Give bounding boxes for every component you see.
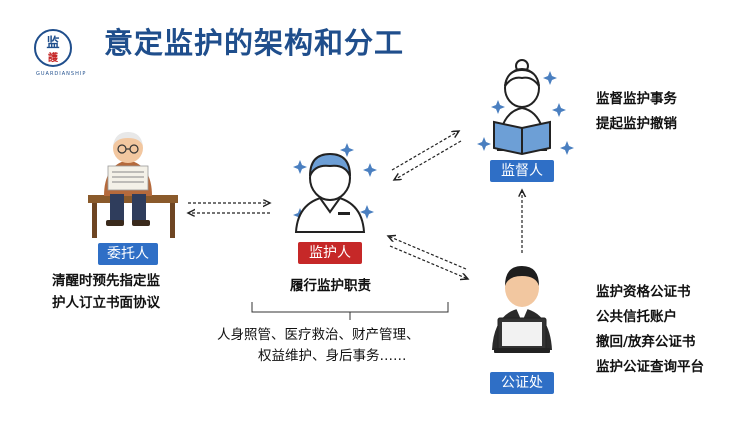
arrow-notary-to-guardian xyxy=(388,236,467,270)
principal-label: 委托人 xyxy=(98,243,158,265)
guardian-duty-title: 履行监护职责 xyxy=(290,278,371,294)
supervisor-task-item: 监督监护事务 xyxy=(596,91,677,107)
guardian-duties-line-2: 权益维护、身后事务…… xyxy=(258,348,407,364)
page-title: 意定监护的架构和分工 xyxy=(104,26,405,60)
notary-task-item: 监护公证查询平台 xyxy=(596,359,704,375)
notary-task-list: 监护资格公证书 公共信托账户 撤回/放弃公证书 监护公证查询平台 xyxy=(596,280,704,380)
logo-subtitle: GUARDIANSHIP xyxy=(36,71,87,77)
duties-bracket xyxy=(251,302,449,320)
notary-task-item: 公共信托账户 xyxy=(596,309,677,325)
notary-label: 公证处 xyxy=(490,372,554,394)
arrow-guardian-to-notary xyxy=(389,245,468,279)
guardian-duties-line-1: 人身照管、医疗救治、财产管理、 xyxy=(217,327,420,343)
arrow-supervisor-to-guardian xyxy=(394,140,462,180)
guardian-label: 监护人 xyxy=(298,242,362,264)
arrow-guardian-to-supervisor xyxy=(391,131,459,171)
notary-task-item: 监护资格公证书 xyxy=(596,284,691,300)
principal-text-line-1: 清醒时预先指定监 xyxy=(52,273,160,289)
supervisor-task-item: 提起监护撤销 xyxy=(596,116,677,132)
notary-task-item: 撤回/放弃公证书 xyxy=(596,334,696,350)
principal-text-line-2: 护人订立书面协议 xyxy=(52,295,160,311)
supervisor-task-list: 监督监护事务 提起监护撤销 xyxy=(596,87,677,137)
supervisor-label: 监督人 xyxy=(490,160,554,182)
